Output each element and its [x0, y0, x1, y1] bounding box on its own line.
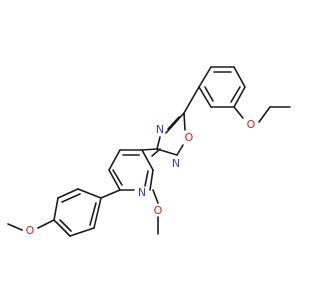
ethoxy-group: O — [233, 106, 291, 131]
pyridine-ring: N — [108, 148, 158, 199]
methoxy-group-pyridine: O — [152, 189, 163, 235]
methoxy-group-phenyl: O — [7, 219, 55, 237]
oxygen-label-methoxy-pyridine: O — [154, 204, 163, 217]
nitrogen-label-oxadiazole-top: N — [156, 123, 164, 136]
nitrogen-label-pyridine: N — [138, 186, 146, 199]
nitrogen-label-oxadiazole-bottom: N — [172, 157, 180, 170]
oxygen-label-methoxy-phenyl: O — [26, 224, 35, 237]
oxadiazole-ring: N O N — [151, 86, 200, 170]
methoxyphenyl-ring — [53, 188, 121, 237]
oxygen-label-oxadiazole: O — [185, 131, 194, 144]
oxygen-label-ethoxy: O — [247, 118, 256, 131]
molecule-structure-drawing: O N O N N O — [7, 66, 291, 237]
ethoxyphenyl-ring — [198, 66, 246, 108]
